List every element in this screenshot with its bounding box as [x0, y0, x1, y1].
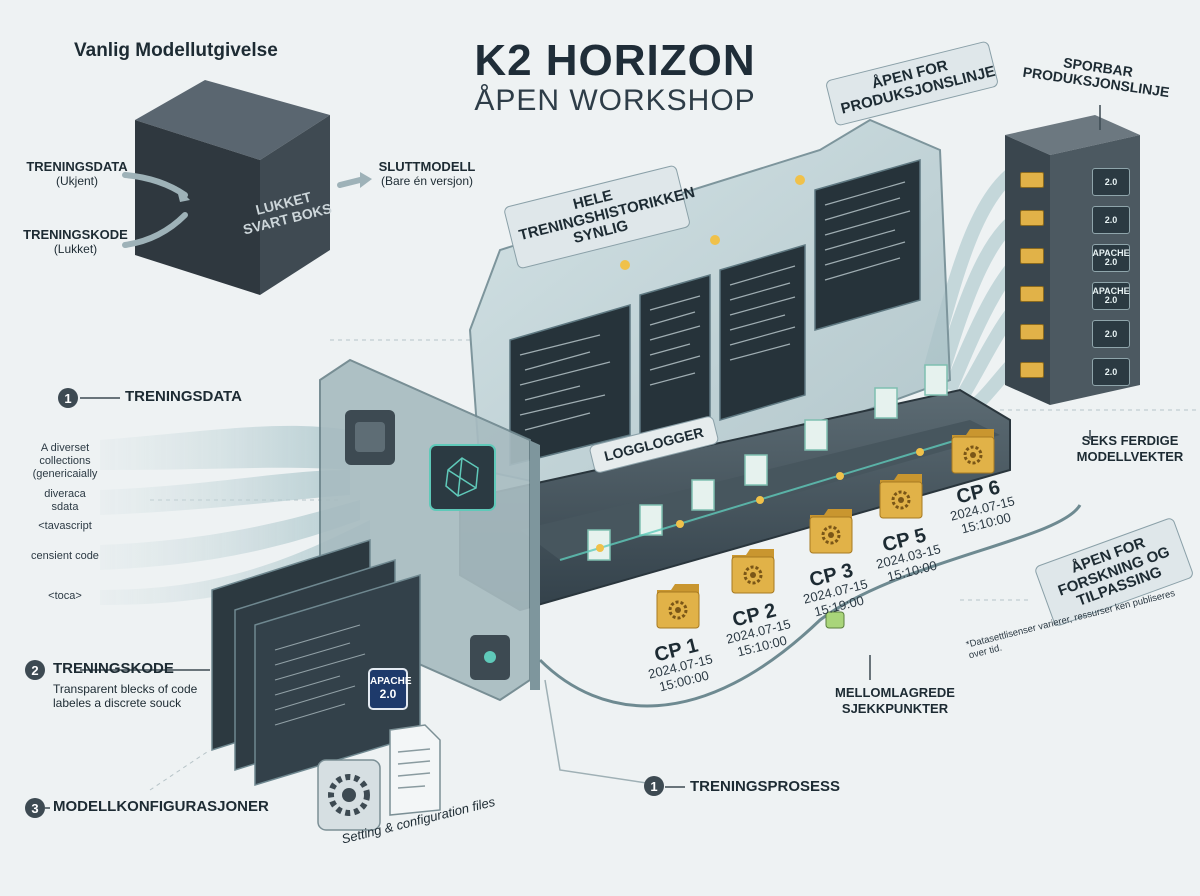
checkpoint-folder-icon [730, 545, 776, 595]
checkpoint-folder-icon [878, 470, 924, 520]
server-connector [1020, 248, 1044, 264]
final-model-note: (Bare én versjon) [380, 173, 474, 188]
server-connector [1020, 362, 1044, 378]
server-slot: 2.0 [1092, 168, 1130, 196]
data-note-3: <tavascript [38, 520, 92, 532]
settings-gear-icon [317, 759, 381, 831]
log-documents [587, 364, 948, 561]
server-slot: 2.0 [1092, 358, 1130, 386]
standard-release-heading: Vanlig Modellutgivelse [74, 40, 278, 61]
input-training-code: TRENINGSKODE (Lukket) [18, 227, 133, 257]
page-subtitle: ÅPEN WORKSHOP [474, 84, 756, 117]
step-1-badge: 1 [58, 388, 78, 408]
final-model-output: SLUTTMODELL (Bare én versjon) [372, 159, 482, 189]
apache-badge-line2: 2.0 [379, 686, 397, 701]
closed-black-box [135, 80, 330, 295]
code-stack [211, 538, 421, 787]
server-slot: 2.0 [1092, 320, 1130, 348]
flow-nodes [596, 175, 924, 552]
step-1-label: TRENINGSDATA [125, 388, 242, 405]
data-note-5: <toca> [48, 590, 82, 602]
checkpoint-folder-icon [655, 580, 701, 630]
apache-badge-line1: APACHE [370, 676, 412, 687]
input-training-data-label: TRENINGSDATA [26, 159, 128, 174]
step-2-label: TRENINGSKODE [53, 660, 174, 677]
server-slot: APACHE 2.0 [1092, 282, 1130, 310]
step-2-badge: 2 [25, 660, 45, 680]
final-model-label: SLUTTMODELL [378, 159, 476, 174]
step-3-label: MODELLKONFIGURASJONER [53, 798, 269, 815]
process-label: TRENINGSPROSESS [690, 778, 841, 795]
checkpoint-folder-icon [808, 505, 854, 555]
server-connector [1020, 210, 1044, 226]
input-training-data: TRENINGSDATA (Ukjent) [22, 159, 132, 189]
input-training-data-note: (Ukjent) [55, 173, 98, 188]
server-slot: 2.0 [1092, 206, 1130, 234]
server-slot: APACHE 2.0 [1092, 244, 1130, 272]
page-title: K2 HORIZON [474, 36, 756, 85]
data-note-2: diveraca sdata [44, 488, 86, 514]
step-3-badge: 3 [25, 798, 45, 818]
callout-six-weights: SEKS FERDIGE MODELLVEKTER [1076, 433, 1184, 464]
config-file-icon [389, 724, 441, 816]
apache-license-badge: APACHE 2.0 [368, 668, 412, 710]
data-note-1: A diverset collections (genericaially [32, 442, 98, 481]
process-badge: 1 [644, 776, 664, 796]
server-connector [1020, 286, 1044, 302]
step-2-note: Transparent blecks of code labeles a dis… [53, 682, 198, 711]
guide-lines [149, 339, 1200, 791]
checkpoint-folder-icon [950, 425, 996, 475]
input-training-code-label: TRENINGSKODE [23, 227, 128, 242]
server-connector [1020, 172, 1044, 188]
callout-checkpoints: MELLOMLAGREDE SJEKKPUNKTER [835, 685, 955, 716]
server-connector [1020, 324, 1044, 340]
input-training-code-note: (Lukket) [53, 241, 98, 256]
data-note-4: censient code [31, 550, 99, 562]
